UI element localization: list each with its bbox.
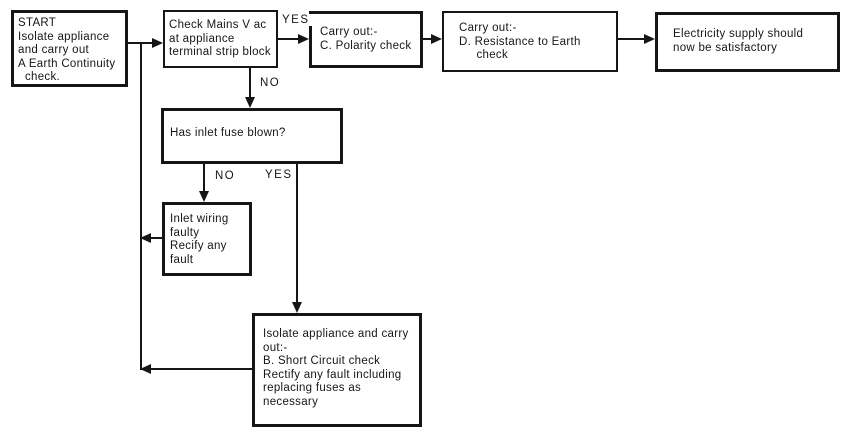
- resistance-to-earth-box: Carry out:- D. Resistance to Earth check: [442, 11, 618, 72]
- polarity-check-box: Carry out:- C. Polarity check: [309, 11, 423, 68]
- connector-check-to-polarity: [277, 38, 300, 40]
- no-label-fuse-decision: NO: [213, 170, 238, 182]
- inlet-wiring-faulty-box: Inlet wiring faulty Recify any fault: [162, 202, 252, 276]
- arrowhead-right-icon: [644, 34, 655, 44]
- arrowhead-right-icon: [298, 34, 309, 44]
- arrowhead-right-icon: [431, 34, 442, 44]
- connector-fuse-to-short-circuit: [296, 164, 298, 304]
- connector-check-to-fuse: [249, 68, 251, 98]
- arrowhead-left-icon: [140, 364, 151, 374]
- arrowhead-right-icon: [152, 38, 163, 48]
- connector-fuse-to-inlet-wiring: [203, 164, 205, 192]
- check-mains-voltage-box: Check Mains V ac at appliance terminal s…: [163, 10, 278, 68]
- connector-polarity-to-resistance: [423, 38, 433, 40]
- arrowhead-down-icon: [199, 191, 209, 202]
- yes-label-mains-check: YES: [280, 14, 312, 26]
- no-label-mains-check: NO: [258, 77, 283, 89]
- arrowhead-down-icon: [292, 302, 302, 313]
- inlet-fuse-blown-decision-box: Has inlet fuse blown?: [161, 108, 343, 164]
- connector-feedback-vertical: [140, 42, 142, 370]
- connector-resistance-to-supply: [618, 38, 646, 40]
- connector-short-circuit-to-feedback: [150, 368, 253, 370]
- supply-satisfactory-box: Electricity supply should now be satisfa…: [655, 12, 840, 72]
- connector-inlet-wiring-to-feedback: [150, 237, 163, 239]
- yes-label-fuse-decision: YES: [263, 169, 295, 181]
- start-box: START Isolate appliance and carry out A …: [11, 10, 128, 87]
- arrowhead-down-icon: [245, 97, 255, 108]
- short-circuit-check-box: Isolate appliance and carry out:- B. Sho…: [252, 313, 422, 427]
- arrowhead-left-icon: [140, 233, 151, 243]
